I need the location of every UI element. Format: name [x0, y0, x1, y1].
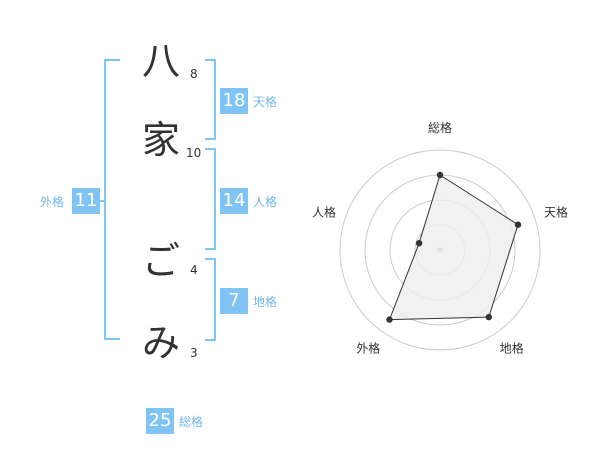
name-char-4: み [142, 321, 181, 365]
gaikaku-value-badge: 11 [72, 188, 100, 214]
chikaku-value-badge: 7 [220, 288, 248, 314]
soukaku-value-badge: 25 [146, 408, 174, 434]
gaikaku-bracket-vertical [104, 59, 106, 340]
stroke-count-4: 3 [190, 346, 198, 360]
radar-point-1 [514, 221, 522, 228]
gaikaku-bracket-bottom [104, 338, 120, 340]
gaikaku-label: 外格 [40, 195, 65, 209]
chikaku-label: 地格 [253, 295, 278, 309]
radar-axis-label-4: 人格 [312, 204, 336, 219]
jinkaku-bracket-vertical [214, 148, 216, 250]
radar-polygon [388, 174, 519, 321]
radar-point-2 [485, 313, 492, 321]
name-char-2: 家 [142, 118, 181, 162]
radar-axis-label-1: 天格 [544, 204, 568, 219]
radar-axis-label-2: 地格 [500, 341, 524, 356]
stroke-count-3: 4 [190, 263, 198, 277]
radar-point-0 [436, 171, 444, 179]
gaikaku-bracket-top [104, 59, 120, 61]
chikaku-bracket-top [205, 258, 216, 260]
stroke-count-2: 10 [186, 146, 202, 160]
radar-point-4 [415, 240, 423, 247]
tenkaku-label: 天格 [253, 95, 278, 109]
name-char-1: 八 [142, 39, 181, 83]
jinkaku-label: 人格 [253, 195, 278, 209]
jinkaku-bracket-top [205, 148, 216, 150]
radar-ring-4 [339, 149, 541, 351]
radar-point-3 [386, 316, 393, 323]
jinkaku-bracket-bottom [205, 248, 216, 250]
tenkaku-bracket-top [205, 59, 216, 61]
jinkaku-value-badge: 14 [220, 188, 248, 214]
gaikaku-connector [98, 200, 105, 202]
radar-axis-label-3: 外格 [356, 341, 380, 356]
tenkaku-bracket-bottom [205, 138, 216, 140]
name-char-3: ご [142, 239, 181, 283]
radar-axis-label-0: 総格 [428, 120, 452, 135]
chikaku-bracket-vertical [214, 258, 216, 341]
radar-series [386, 171, 522, 323]
tenkaku-value-badge: 18 [220, 88, 248, 114]
chikaku-bracket-bottom [205, 339, 216, 341]
soukaku-label: 総格 [179, 415, 204, 429]
tenkaku-bracket-vertical [214, 59, 216, 140]
stroke-count-1: 8 [190, 67, 198, 81]
